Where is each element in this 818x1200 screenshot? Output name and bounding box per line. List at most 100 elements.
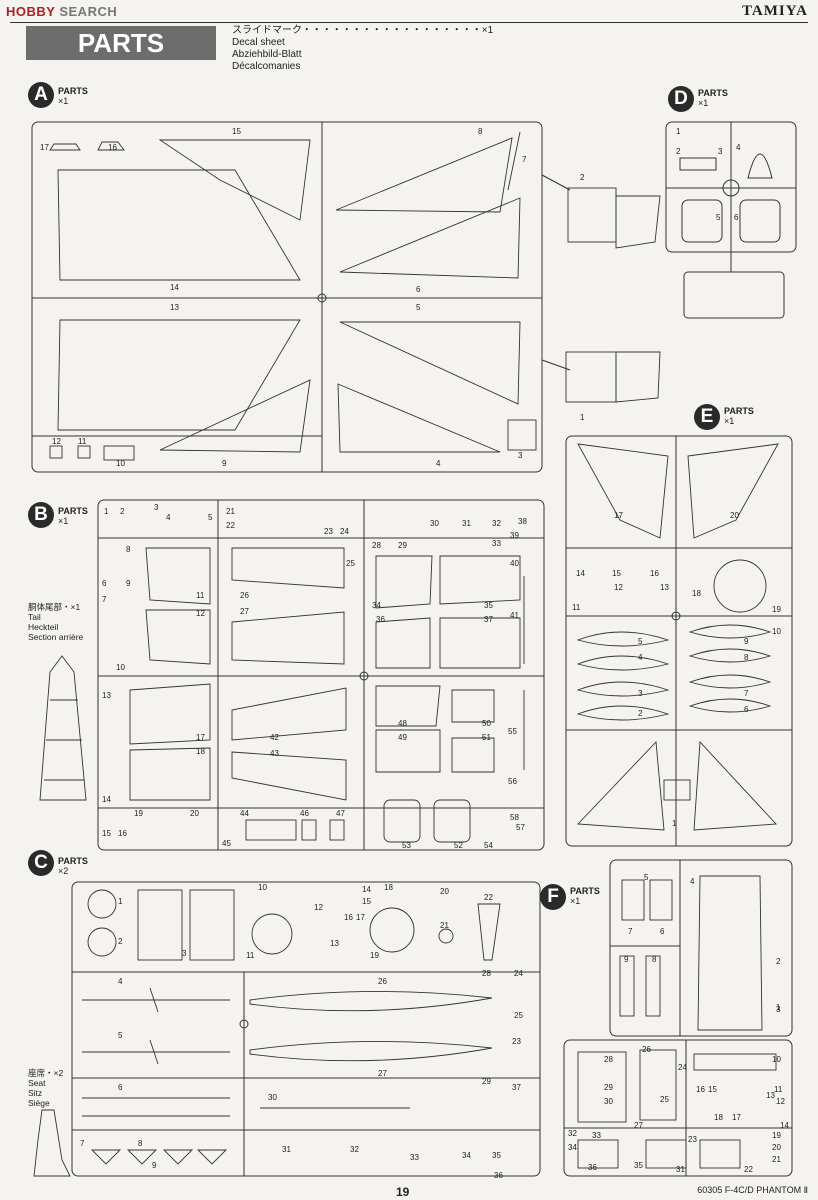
part-num: 19 (772, 1131, 781, 1140)
part-num: 1 (776, 1003, 781, 1012)
part-num: 29 (398, 541, 407, 550)
part-num: 46 (300, 809, 309, 818)
part-num: 3 (638, 689, 643, 698)
part-num: 17 (614, 511, 623, 520)
part-num: 2 (638, 709, 643, 718)
sprue-f-qty: ×1 (570, 896, 581, 906)
part-num: 11 (246, 951, 255, 960)
part-num: 18 (384, 883, 393, 892)
part-num: 10 (116, 663, 125, 672)
part-num: 7 (80, 1139, 85, 1148)
sprue-a-label: PARTS×1 (58, 86, 88, 106)
part-num: 21 (226, 507, 235, 516)
part-num: 18 (196, 747, 205, 756)
part-num: 29 (482, 1077, 491, 1086)
seat-fr: Siège (28, 1098, 50, 1108)
sprue-c-frame (71, 881, 541, 1177)
part-num: 16 (696, 1085, 705, 1094)
sprue-d-parts: PARTS (698, 88, 728, 98)
sprue-f-parts: PARTS (570, 886, 600, 896)
part-num: 13 (102, 691, 111, 700)
part-num: 23 (324, 527, 333, 536)
part-num: 8 (138, 1139, 143, 1148)
decal-sheet-info: スライドマーク・・・・・・・・・・・・・・・・・・×1 Decal sheet … (232, 25, 493, 73)
part-num: 10 (772, 627, 781, 636)
part-num: 35 (484, 601, 493, 610)
part-num: 3 (518, 451, 523, 460)
part-num: 11 (774, 1085, 783, 1094)
part-num: 48 (398, 719, 407, 728)
part-num: 6 (416, 285, 421, 294)
part-num: 3 (182, 949, 187, 958)
part-num: 5 (644, 873, 649, 882)
part-num: 9 (624, 955, 629, 964)
part-num: 36 (588, 1163, 597, 1172)
part-num: 45 (222, 839, 231, 848)
product-code: 60305 F-4C/D PHANTOM Ⅱ (697, 1185, 808, 1195)
sprue-a-parts (49, 131, 661, 461)
part-num: 17 (40, 143, 49, 152)
part-num: 4 (118, 977, 123, 986)
part-num: 3 (718, 147, 723, 156)
part-num: 6 (744, 705, 749, 714)
sprue-b-frame (97, 499, 545, 851)
part-num: 1 (104, 507, 109, 516)
sprue-f-parts (577, 875, 777, 1169)
part-num: 9 (126, 579, 131, 588)
part-num: 3 (776, 1005, 781, 1014)
part-num: 18 (714, 1113, 723, 1122)
sprue-b-parts: PARTS (58, 506, 88, 516)
part-num: 15 (102, 829, 111, 838)
part-num: 7 (102, 595, 107, 604)
sprue-d-letter: D (668, 86, 694, 112)
part-num: 2 (776, 957, 781, 966)
part-num: 34 (372, 601, 381, 610)
part-num: 12 (52, 437, 61, 446)
part-num: 36 (494, 1171, 503, 1180)
tail-caption: 胴体尾部・×1 Tail Heckteil Section arrière (28, 602, 83, 642)
part-num: 20 (772, 1143, 781, 1152)
seat-caption: 座席・×2 Seat Sitz Siège (28, 1068, 63, 1108)
part-num: 24 (678, 1063, 687, 1072)
sprue-e-letter: E (694, 404, 720, 430)
sprue-c-qty: ×2 (58, 866, 69, 876)
part-num: 43 (270, 749, 279, 758)
tail-jp: 胴体尾部・×1 (28, 602, 81, 612)
part-num: 6 (102, 579, 107, 588)
part-num: 4 (436, 459, 441, 468)
part-num: 25 (660, 1095, 669, 1104)
part-num: 7 (744, 689, 749, 698)
part-num: 21 (440, 921, 449, 930)
part-num: 30 (268, 1093, 277, 1102)
part-num: 4 (736, 143, 741, 152)
seat-en: Seat (28, 1078, 46, 1088)
part-num: 33 (410, 1153, 419, 1162)
part-num: 39 (510, 531, 519, 540)
part-num: 14 (780, 1121, 789, 1130)
part-num: 22 (484, 893, 493, 902)
part-num: 21 (772, 1155, 781, 1164)
part-num: 7 (628, 927, 633, 936)
part-num: 18 (692, 589, 701, 598)
part-num: 11 (572, 603, 581, 612)
part-num: 49 (398, 733, 407, 742)
part-num: 26 (642, 1045, 651, 1054)
part-num: 20 (730, 511, 739, 520)
seat-part (33, 1109, 71, 1177)
part-num: 4 (166, 513, 171, 522)
sprue-c-letter: C (28, 850, 54, 876)
part-num: 31 (676, 1165, 685, 1174)
part-num: 38 (518, 517, 527, 526)
part-num: 5 (208, 513, 213, 522)
sprue-a-frame (31, 121, 571, 473)
part-num: 15 (708, 1085, 717, 1094)
part-num: 9 (222, 459, 227, 468)
part-num: 6 (660, 927, 665, 936)
part-num: 2 (118, 937, 123, 946)
part-num: 31 (282, 1145, 291, 1154)
part-num: 20 (440, 887, 449, 896)
part-num: 16 (344, 913, 353, 922)
part-num: 23 (512, 1037, 521, 1046)
sprue-c-label: PARTS×2 (58, 856, 88, 876)
part-num: 29 (604, 1083, 613, 1092)
